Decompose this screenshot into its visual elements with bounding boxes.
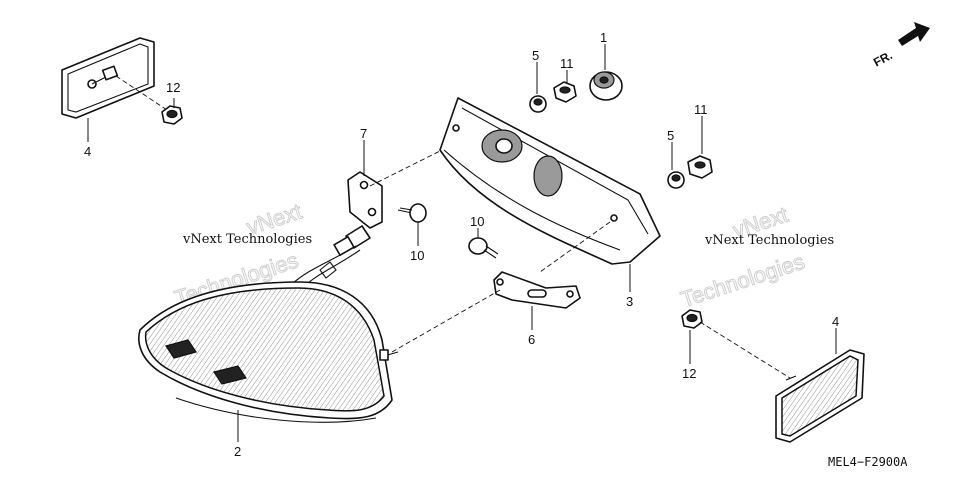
diagram-code: MEL4−F2900A (828, 455, 908, 469)
callout-5-mid: 5 (667, 128, 674, 143)
license-bracket-3 (439, 97, 661, 265)
bolt-10-mid (468, 237, 499, 259)
watermark-left: vNext Technologies (182, 232, 312, 247)
callout-5-top: 5 (532, 48, 539, 63)
callout-4-left: 4 (84, 144, 91, 159)
direction-label: FR. (871, 48, 895, 69)
nut-12-left (161, 105, 183, 125)
callout-11-right: 11 (694, 102, 708, 117)
watermark-right: vNext Technologies (704, 233, 834, 248)
callout-7: 7 (360, 126, 367, 141)
front-direction-arrow-icon (898, 22, 930, 46)
collar-5-mid (667, 171, 685, 189)
bracket-7 (347, 171, 383, 229)
reflector-left (61, 37, 155, 119)
nut-11-right (687, 155, 713, 179)
tail-light-2 (138, 281, 399, 423)
callout-6: 6 (528, 332, 535, 347)
callout-2: 2 (234, 444, 241, 459)
callout-12-left: 12 (166, 80, 180, 95)
bolt-10-left (397, 203, 427, 223)
grommet-1 (589, 71, 623, 101)
wire-harness (291, 225, 371, 291)
callout-12-right: 12 (682, 366, 696, 381)
reflector-right (775, 349, 865, 443)
bracket-6 (493, 271, 581, 309)
callout-4-right: 4 (832, 314, 839, 329)
callout-10-mid: 10 (470, 214, 484, 229)
callout-10-left: 10 (410, 248, 424, 263)
callout-1: 1 (600, 30, 607, 45)
nut-11-top (553, 81, 577, 103)
collar-5-top (529, 95, 547, 113)
nut-12-right (681, 309, 703, 329)
watermark-outline-right-word2: Technologies (678, 249, 808, 312)
callout-3: 3 (626, 294, 633, 309)
callout-11-top: 11 (560, 56, 574, 71)
